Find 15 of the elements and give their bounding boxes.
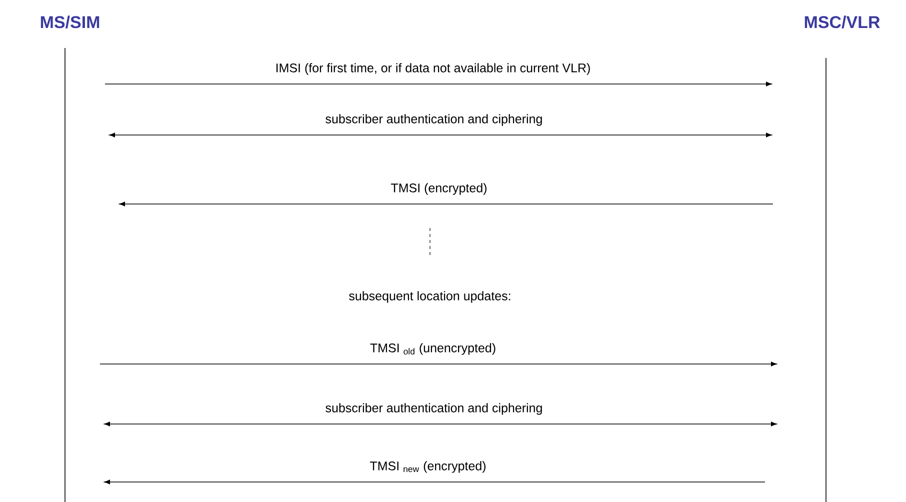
participant-heading: MS/SIM [40, 16, 100, 28]
message-arrow [119, 202, 774, 206]
participant-heading: MSC/VLR [804, 16, 880, 28]
message-label: subscriber authentication and ciphering [326, 403, 542, 415]
message-label: IMSI (for first time, or if data not available in current VLR) [276, 63, 590, 75]
message-label: subscriber authentication and ciphering [326, 114, 542, 126]
message-label: TMSI $_{new}$ (encrypted) [370, 461, 486, 473]
section-note: subsequent location updates: [349, 291, 510, 303]
message-arrow [100, 362, 777, 366]
message-arrow [104, 422, 777, 426]
message-label: TMSI (encrypted) [391, 183, 486, 195]
message-arrow [109, 132, 772, 138]
message-label: TMSI $_{old}$ (unencrypted) [370, 343, 496, 355]
message-arrow [104, 480, 766, 484]
message-arrow [104, 82, 772, 86]
